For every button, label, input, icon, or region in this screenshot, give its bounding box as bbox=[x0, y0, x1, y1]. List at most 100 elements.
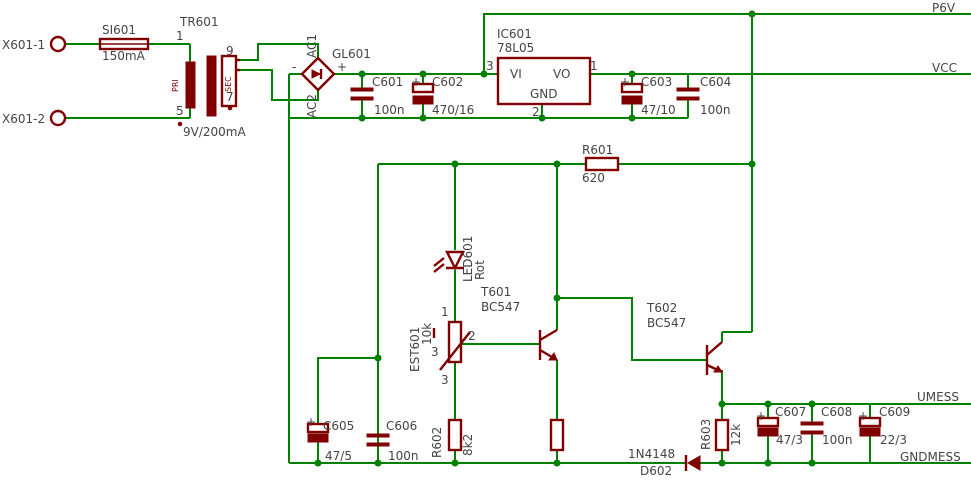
capacitor-plate-icon bbox=[800, 430, 824, 435]
junction-dot bbox=[538, 114, 546, 122]
junction-dot bbox=[764, 459, 772, 467]
capacitor-plate-minus-icon bbox=[757, 427, 779, 437]
junction-dot bbox=[718, 459, 726, 467]
capacitor-plate-plus-icon bbox=[756, 416, 780, 428]
label-est-pin3: 3 bbox=[431, 345, 439, 359]
label-tr601-sec: SEC bbox=[224, 76, 233, 92]
transformer-tr601 bbox=[177, 54, 240, 127]
label-c609-value: 22/3 bbox=[880, 433, 907, 447]
label-r602-value: 8k2 bbox=[461, 434, 475, 456]
label-p6v: P6V bbox=[932, 1, 956, 15]
junction-dot bbox=[451, 459, 459, 467]
junction-dot bbox=[628, 114, 636, 122]
label-pin-1: 1 bbox=[176, 29, 184, 43]
capacitor-plate-minus-icon bbox=[307, 433, 329, 443]
junction-dot bbox=[553, 459, 561, 467]
label-bridge-minus: - bbox=[292, 60, 296, 74]
bridge-body-icon bbox=[300, 56, 336, 92]
potentiometer-arrow-icon bbox=[439, 331, 471, 371]
wire-p6v bbox=[483, 13, 971, 74]
label-led601-value: Rot bbox=[473, 260, 487, 280]
label-ic-pin2: 2 bbox=[532, 105, 540, 119]
label-gndmess: GNDMESS bbox=[900, 450, 961, 464]
junction-dot bbox=[748, 160, 756, 168]
wire-c605-top bbox=[317, 357, 378, 424]
junction-dot bbox=[480, 70, 488, 78]
capacitor-c604 bbox=[676, 87, 700, 101]
label-c607-value: 47/3 bbox=[776, 433, 803, 447]
label-c609-plus: + bbox=[858, 409, 868, 423]
label-ic601-name: IC601 bbox=[497, 27, 532, 41]
label-c608-name: C608 bbox=[821, 405, 852, 419]
label-d602-name: D602 bbox=[640, 464, 672, 478]
capacitor-plate-icon bbox=[366, 442, 390, 447]
junction-dot bbox=[419, 70, 427, 78]
capacitor-plate-icon bbox=[676, 96, 700, 101]
capacitor-plate-icon bbox=[350, 87, 374, 92]
led-led601 bbox=[433, 250, 465, 273]
label-t602-name: T602 bbox=[646, 301, 677, 315]
label-c602-value: 470/16 bbox=[432, 103, 474, 117]
connector-terminal-icon bbox=[49, 35, 67, 53]
connector-terminal-icon bbox=[49, 109, 67, 127]
label-r601-name: R601 bbox=[582, 143, 613, 157]
label-c602-plus: + bbox=[411, 75, 421, 89]
label-t601-value: BC547 bbox=[481, 300, 520, 314]
potentiometer-est601 bbox=[432, 320, 471, 371]
capacitor-c606 bbox=[366, 433, 390, 447]
wire-sec-ac1 bbox=[240, 43, 319, 61]
transformer-primary-icon bbox=[185, 61, 196, 109]
led-arrow-icon bbox=[433, 263, 445, 273]
junction-dot bbox=[553, 160, 561, 168]
wire-t602-base bbox=[557, 297, 707, 361]
label-si601-value: 150mA bbox=[102, 49, 146, 63]
label-c606-name: C606 bbox=[386, 419, 417, 433]
wires bbox=[66, 13, 971, 464]
capacitor-plate-plus-icon bbox=[411, 82, 435, 94]
label-c605-value: 47/5 bbox=[325, 449, 352, 463]
resistor-body-icon bbox=[549, 418, 565, 452]
junction-dot bbox=[808, 400, 816, 408]
label-pin-5: 5 bbox=[176, 104, 184, 118]
transformer-phase-dot-icon bbox=[227, 105, 233, 111]
junction-dot bbox=[553, 294, 561, 302]
label-x601-2: X601-2 bbox=[2, 112, 45, 126]
junctions bbox=[314, 10, 816, 467]
bridge-rectifier-gl601 bbox=[300, 56, 336, 92]
label-ic-vi: VI bbox=[510, 67, 522, 81]
label-est-pin2: 2 bbox=[468, 329, 476, 343]
capacitor-c608 bbox=[800, 421, 824, 435]
label-ic-vo: VO bbox=[553, 67, 570, 81]
label-d602-value: 1N4148 bbox=[628, 447, 675, 461]
resistor-t601-emitter bbox=[549, 418, 565, 452]
junction-dot bbox=[358, 70, 366, 78]
junction-dot bbox=[748, 10, 756, 18]
label-c605-name: C605 bbox=[323, 419, 354, 433]
regulator-ic601 bbox=[496, 56, 592, 106]
junction-dot bbox=[628, 70, 636, 78]
capacitor-plate-plus-icon bbox=[620, 82, 644, 94]
capacitor-plate-plus-icon bbox=[306, 422, 330, 434]
labels: X601-1 X601-2 SI601 150mA TR601 9V/200mA… bbox=[2, 1, 961, 478]
label-c605-plus: + bbox=[306, 415, 316, 429]
label-c603-name: C603 bbox=[641, 75, 672, 89]
resistor-r602 bbox=[447, 418, 463, 452]
label-ac1: AC1 bbox=[305, 34, 319, 58]
label-est-pin3b: 3 bbox=[441, 373, 449, 387]
label-pin-9: 9 bbox=[226, 44, 234, 58]
junction-dot bbox=[764, 400, 772, 408]
bridge-diode-icon bbox=[311, 69, 322, 79]
label-c607-name: C607 bbox=[775, 405, 806, 419]
transformer-phase-dot-icon bbox=[177, 121, 183, 127]
resistor-body-icon bbox=[714, 418, 730, 452]
label-c608-value: 100n bbox=[822, 433, 853, 447]
label-c601-value: 100n bbox=[374, 103, 405, 117]
transformer-core-icon bbox=[206, 55, 217, 117]
label-pin-7: 7 bbox=[226, 90, 234, 104]
junction-dot bbox=[374, 459, 382, 467]
junction-dot bbox=[374, 354, 382, 362]
label-r603-name: R603 bbox=[699, 419, 713, 450]
label-c604-value: 100n bbox=[700, 103, 731, 117]
